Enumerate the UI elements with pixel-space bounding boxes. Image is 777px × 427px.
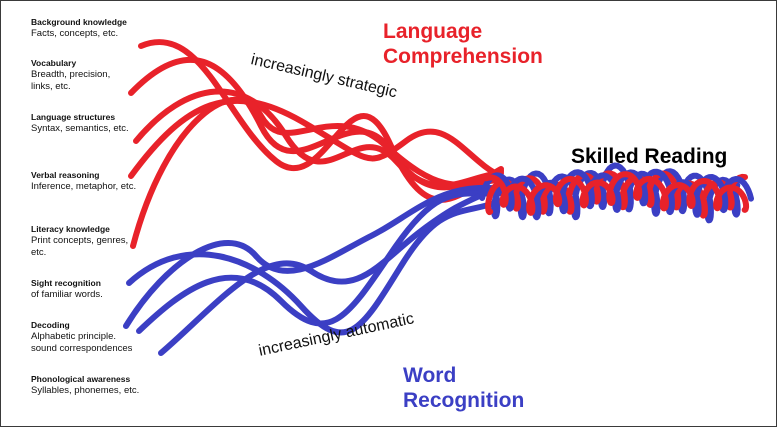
skilled-reading-heading: Skilled Reading <box>571 145 728 168</box>
skill-title: Decoding <box>31 320 70 330</box>
skill-language-structures: Language structures Syntax, semantics, e… <box>31 111 206 135</box>
skill-verbal-reasoning: Verbal reasoning Inference, metaphor, et… <box>31 169 206 193</box>
skill-desc: Print concepts, genres, etc. <box>31 235 129 258</box>
skill-desc: of familiar words. <box>31 289 103 300</box>
word-recognition-heading: Word Recognition <box>403 364 525 412</box>
strand-blue-extra <box>158 183 504 356</box>
skill-desc: Syllables, phonemes, etc. <box>31 385 140 396</box>
strand-sight-recognition <box>126 198 504 336</box>
skill-title: Phonological awareness <box>31 374 131 384</box>
skill-title: Literacy knowledge <box>31 224 110 234</box>
skill-title: Language structures <box>31 112 116 122</box>
skill-vocabulary: Vocabulary Breadth, precision, links, et… <box>31 57 123 93</box>
skill-desc: Facts, concepts, etc. <box>31 28 119 39</box>
skill-sight-recognition: Sight recognition of familiar words. <box>31 277 206 301</box>
skill-phonological-awareness: Phonological awareness Syllables, phonem… <box>31 373 206 397</box>
skill-desc: Breadth, precision, links, etc. <box>31 69 111 92</box>
skill-desc: Alphabetic principle. sound corresponden… <box>31 331 133 354</box>
word-recognition-strands <box>123 183 504 356</box>
skill-title: Verbal reasoning <box>31 170 100 180</box>
skill-literacy-knowledge: Literacy knowledge Print concepts, genre… <box>31 223 143 259</box>
skill-decoding: Decoding Alphabetic principle. sound cor… <box>31 319 143 355</box>
language-comprehension-heading: Language Comprehension <box>383 20 543 68</box>
skill-desc: Syntax, semantics, etc. <box>31 123 129 134</box>
skill-title: Background knowledge <box>31 17 127 27</box>
skill-desc: Inference, metaphor, etc. <box>31 181 137 192</box>
strand-phonological-awareness <box>136 190 504 334</box>
skill-title: Vocabulary <box>31 58 77 68</box>
strand-literacy-knowledge <box>130 96 504 249</box>
skill-title: Sight recognition <box>31 278 101 288</box>
skill-background-knowledge: Background knowledge Facts, concepts, et… <box>31 16 206 40</box>
rope-strand-blue-2 <box>479 168 754 221</box>
braided-rope <box>479 162 754 224</box>
rope-strand-red-2 <box>483 171 750 216</box>
strand-verbal-reasoning <box>128 97 504 179</box>
rope-strand-red-1 <box>485 170 748 219</box>
strand-language-structures <box>133 88 504 189</box>
